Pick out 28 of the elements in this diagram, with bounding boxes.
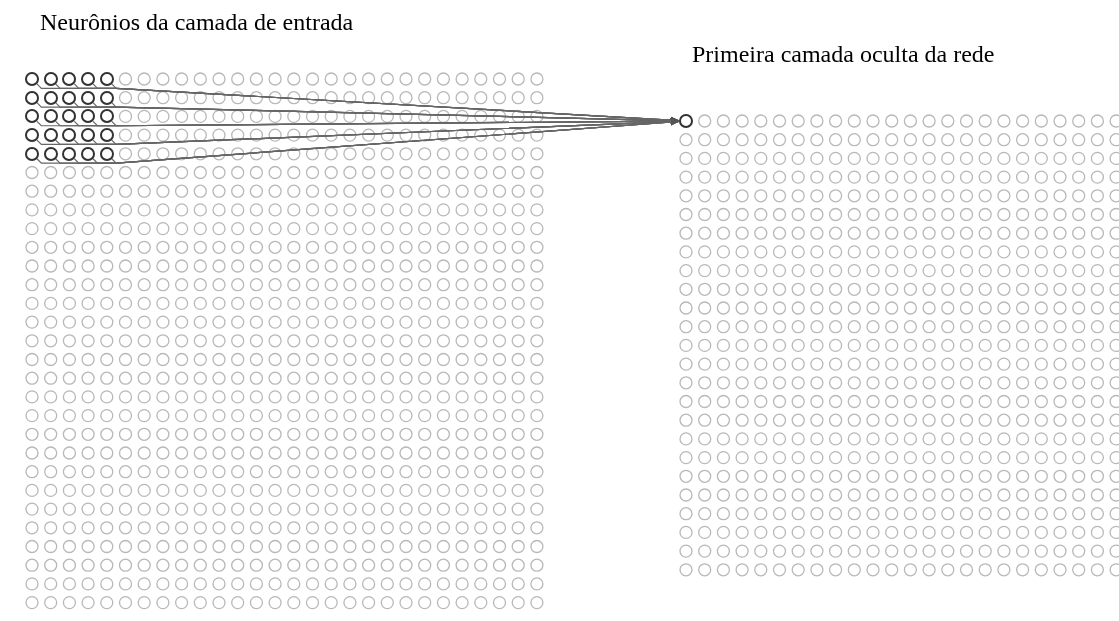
neuron-circle — [62, 128, 77, 143]
neuron-circle — [25, 72, 39, 86]
neuron-circle — [25, 109, 39, 124]
neuron-circle — [25, 146, 39, 161]
neuron-circle — [99, 90, 114, 105]
neuron-circle — [25, 128, 39, 143]
neuron-circle — [81, 146, 96, 161]
neuron-circle — [43, 72, 58, 86]
neuron-circle — [81, 109, 96, 124]
neuron-circle — [99, 146, 114, 161]
layer-heading: Neurônios da camada de entrada — [40, 8, 354, 36]
neuron-circle — [62, 146, 77, 161]
neuron-circle — [81, 128, 96, 143]
neuron-circle — [99, 109, 114, 124]
neuron-circle — [99, 72, 114, 86]
neuron-circle — [679, 114, 693, 128]
neuron-circle — [62, 90, 77, 105]
neuron-circle — [43, 109, 58, 124]
neuron-circle — [81, 90, 96, 105]
neuron-circle — [99, 128, 114, 143]
neuron-circle — [43, 146, 58, 161]
layer-heading: Primeira camada oculta da rede — [692, 40, 995, 68]
neuron-circle — [62, 109, 77, 124]
neuron-circle — [43, 128, 58, 143]
neuron-circle — [62, 72, 77, 86]
neuron-circle — [25, 90, 39, 105]
neuron-circle — [81, 72, 96, 86]
neuron-circle — [43, 90, 58, 105]
